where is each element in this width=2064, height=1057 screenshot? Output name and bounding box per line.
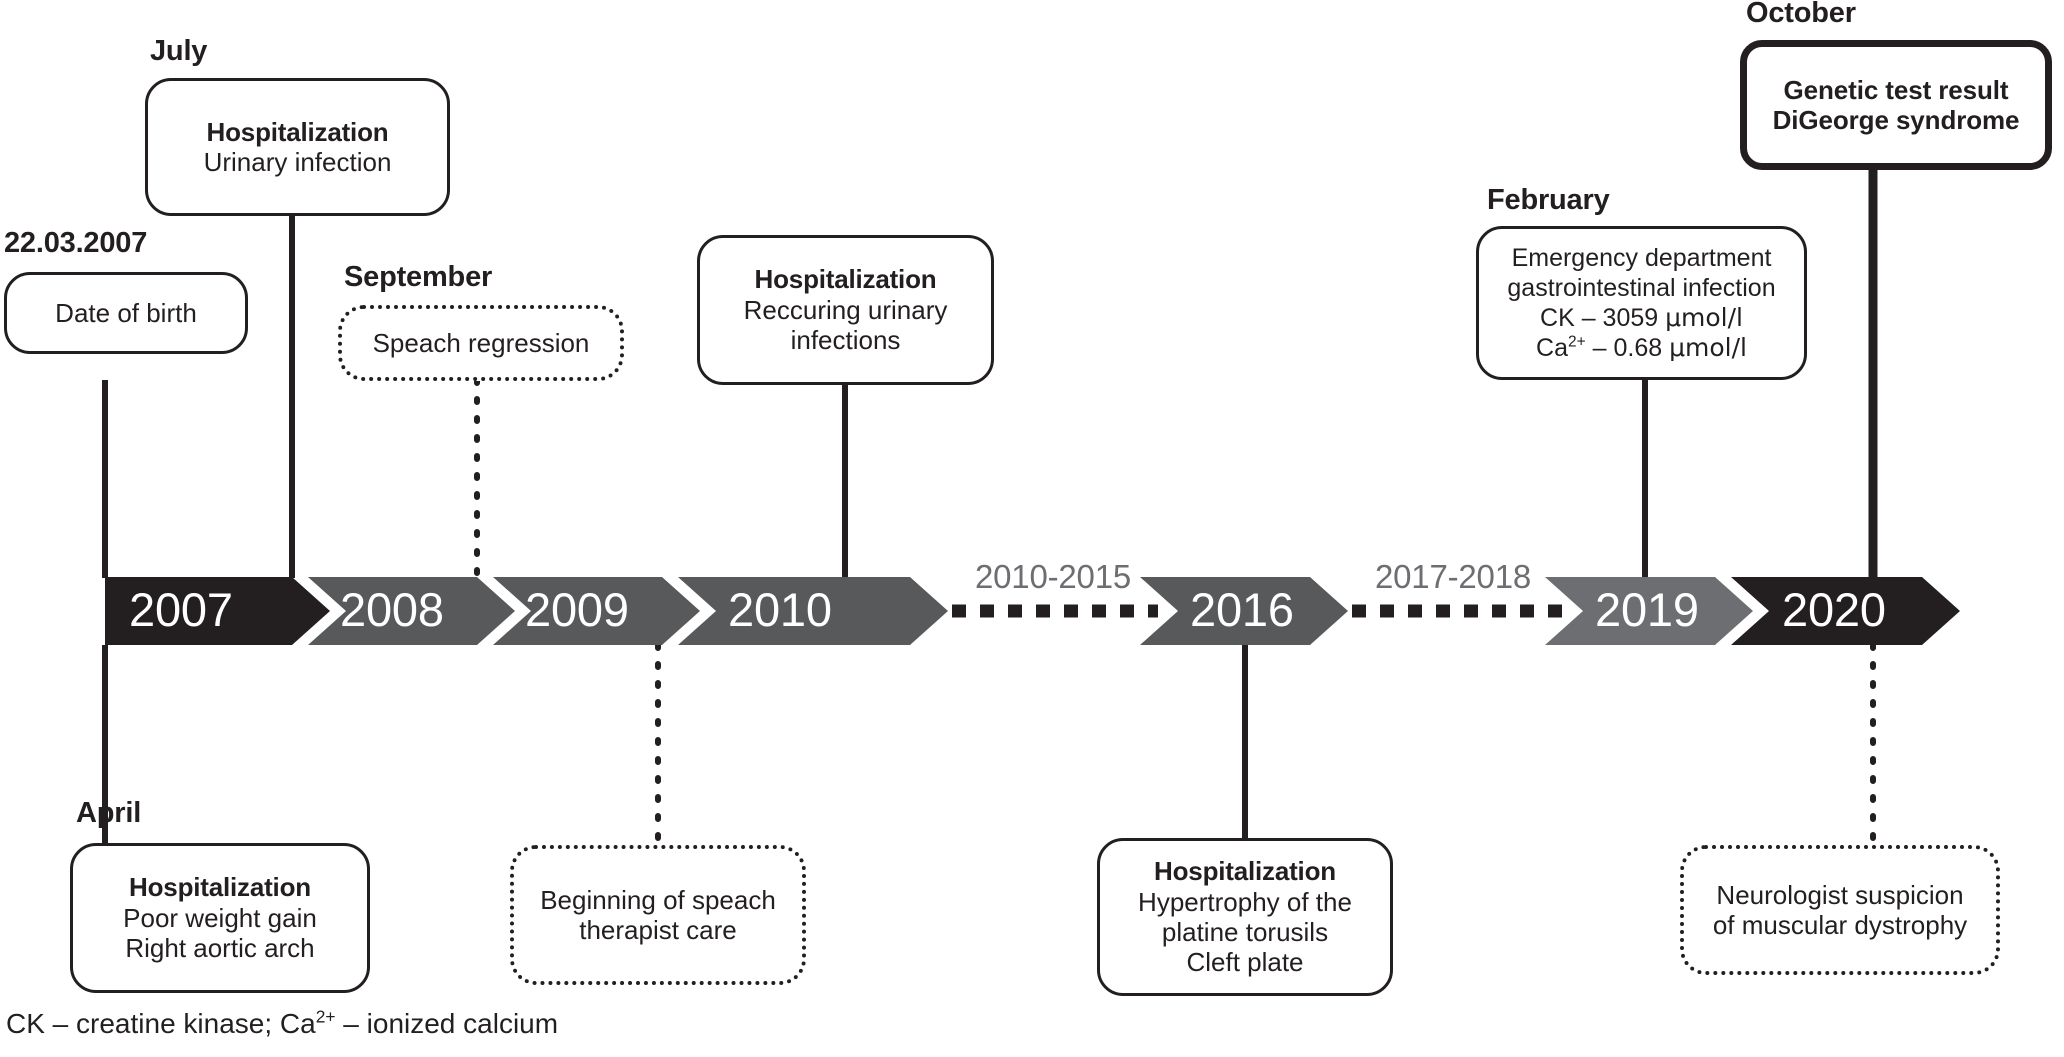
event-line: of muscular dystrophy bbox=[1712, 910, 1968, 940]
event-line: Genetic test result bbox=[1783, 74, 2009, 105]
connector-lines-below bbox=[102, 642, 1876, 855]
timeline-label-2009: 2009 bbox=[525, 583, 629, 636]
caption-date-of-birth: 22.03.2007 bbox=[4, 227, 148, 259]
event-line: Beginning of speach bbox=[540, 884, 776, 915]
event-title: Hospitalization bbox=[129, 872, 311, 903]
event-box-speech-therapist-care[interactable]: Beginning of speach therapist care bbox=[510, 845, 806, 985]
event-line: Cleft plate bbox=[1186, 947, 1304, 978]
event-line: Poor weight gain bbox=[123, 902, 317, 933]
event-box-2010-hospitalization[interactable]: Hospitalization Reccuring urinary infect… bbox=[697, 235, 994, 385]
figure-footnote: CK – creatine kinase; Ca2+ – ionized cal… bbox=[6, 1006, 559, 1039]
event-line: Hypertrophy of the bbox=[1138, 886, 1352, 917]
event-line: infections bbox=[790, 325, 901, 356]
event-box-neurologist-suspicion[interactable]: Neurologist suspicion of muscular dystro… bbox=[1680, 845, 2000, 975]
caption-april: April bbox=[76, 797, 142, 829]
gap-label-2010-2015: 2010-2015 bbox=[975, 558, 1132, 595]
event-line: Reccuring urinary bbox=[743, 294, 948, 325]
event-line: gastrointestinal infection bbox=[1507, 274, 1776, 302]
event-box-date-of-birth[interactable]: Date of birth bbox=[4, 272, 248, 354]
timeline-label-2008: 2008 bbox=[340, 583, 444, 636]
event-line: Right aortic arch bbox=[125, 933, 315, 964]
event-box-2016-hospitalization[interactable]: Hospitalization Hypertrophy of the plati… bbox=[1097, 838, 1393, 996]
event-line: therapist care bbox=[579, 915, 737, 945]
event-box-july-hospitalization[interactable]: Hospitalization Urinary infection bbox=[145, 78, 450, 216]
event-box-speach-regression[interactable]: Speach regression bbox=[338, 305, 624, 381]
event-box-october-genetic-test[interactable]: Genetic test result DiGeorge syndrome bbox=[1740, 40, 2052, 170]
event-line: Speach regression bbox=[372, 327, 590, 358]
event-line: Emergency department bbox=[1511, 244, 1772, 272]
event-line-ck: CK – 3059 μmol/l bbox=[1540, 303, 1743, 332]
event-line: Date of birth bbox=[55, 297, 197, 328]
caption-february: February bbox=[1487, 184, 1610, 216]
event-line: Urinary infection bbox=[203, 147, 392, 177]
event-line-ca: Ca2+ – 0.68 μmol/l bbox=[1536, 333, 1747, 362]
event-line: Neurologist suspicion bbox=[1716, 879, 1964, 910]
event-title: Hospitalization bbox=[1154, 856, 1336, 887]
timeline-label-2007: 2007 bbox=[129, 583, 233, 636]
timeline-label-2016: 2016 bbox=[1190, 583, 1294, 636]
gap-label-2017-2018: 2017-2018 bbox=[1375, 558, 1532, 595]
event-box-february-emergency[interactable]: Emergency department gastrointestinal in… bbox=[1476, 226, 1807, 380]
caption-october: October bbox=[1746, 0, 1856, 29]
timeline-label-2010: 2010 bbox=[728, 583, 832, 636]
event-line: platine torusils bbox=[1161, 917, 1329, 947]
event-box-april-hospitalization[interactable]: Hospitalization Poor weight gain Right a… bbox=[70, 843, 370, 993]
event-line: DiGeorge syndrome bbox=[1772, 105, 2020, 135]
timeline-label-2019: 2019 bbox=[1595, 583, 1699, 636]
caption-september: September bbox=[344, 261, 493, 293]
caption-july: July bbox=[150, 35, 208, 67]
event-title: Hospitalization bbox=[206, 116, 389, 147]
timeline-label-2020: 2020 bbox=[1782, 583, 1886, 636]
event-title: Hospitalization bbox=[754, 264, 937, 295]
